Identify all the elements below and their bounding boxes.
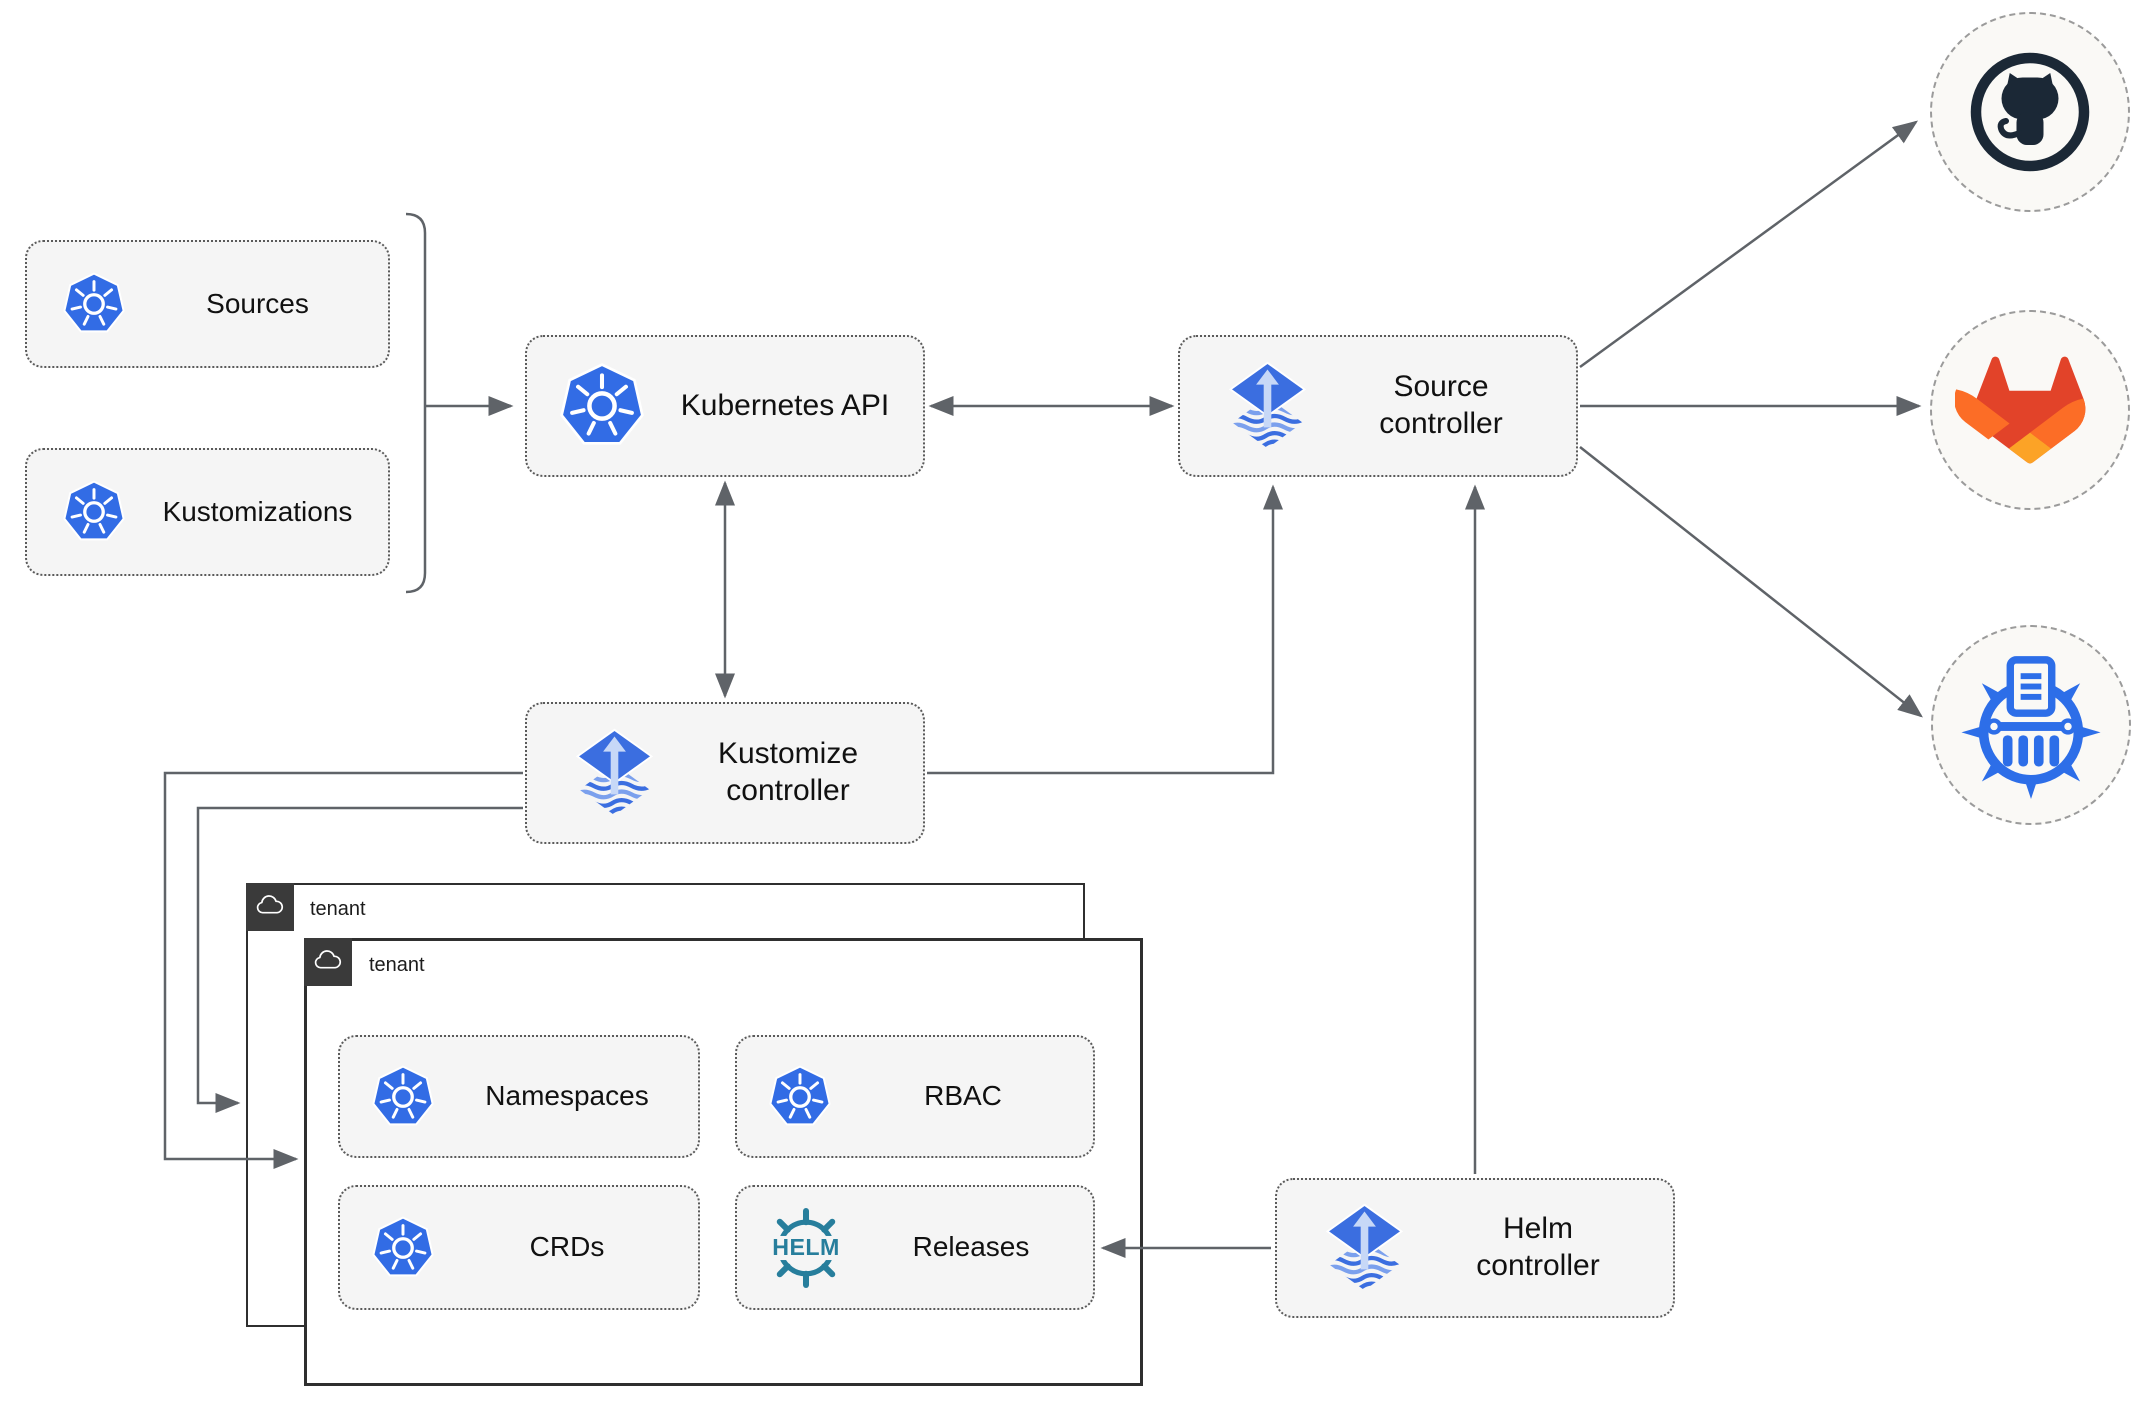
node-label: Kubernetes API	[680, 388, 890, 422]
node-label: Namespaces	[485, 1080, 649, 1112]
node-label: CRDs	[529, 1231, 605, 1263]
node-label: Releases	[912, 1231, 1030, 1263]
kubernetes-icon	[557, 361, 647, 451]
node-helm-controller: Helm controller	[1275, 1178, 1675, 1318]
helm-icon: HELM	[763, 1205, 849, 1291]
tenant-back-label: tenant	[310, 897, 366, 920]
gitlab-destination	[1930, 310, 2130, 510]
kubernetes-icon	[767, 1064, 833, 1130]
gitlab-icon	[1955, 335, 2105, 485]
edge-source-to-github	[1579, 120, 1919, 369]
tenant-box-front: tenant	[304, 938, 1143, 1386]
node-releases: HELM Releases	[735, 1185, 1095, 1310]
kubernetes-icon	[370, 1215, 436, 1281]
node-kustomize-controller: Kustomize controller	[525, 702, 925, 844]
kubernetes-icon	[370, 1064, 436, 1130]
flux-icon	[567, 726, 662, 821]
cloud-icon	[311, 945, 345, 979]
node-label: Kustomize controller	[717, 737, 859, 807]
node-label: RBAC	[924, 1080, 1002, 1112]
edge-kustomize-to-source	[927, 484, 1283, 775]
kubernetes-icon	[61, 271, 127, 337]
node-source-controller: Source controller	[1178, 335, 1578, 477]
bracket-sources-kustomizations	[405, 212, 427, 594]
node-label: Sources	[206, 287, 309, 319]
harbor-destination	[1931, 625, 2131, 825]
github-icon	[1955, 37, 2105, 187]
node-rbac: RBAC	[735, 1035, 1095, 1158]
node-kustomizations: Kustomizations	[25, 448, 390, 576]
node-label: Helm controller	[1476, 1212, 1600, 1282]
cloud-icon	[253, 890, 287, 924]
harbor-registry-icon	[1957, 651, 2105, 799]
flux-icon	[1317, 1201, 1412, 1296]
tenant-front-label: tenant	[369, 953, 425, 976]
node-sources: Sources	[25, 240, 390, 368]
tenant-front-header	[304, 938, 352, 986]
edge-source-to-harbor	[1579, 446, 1923, 718]
flux-icon	[1220, 359, 1315, 454]
tenant-back-header	[246, 883, 294, 931]
github-destination	[1930, 12, 2130, 212]
helm-wordmark: HELM	[772, 1233, 840, 1259]
node-namespaces: Namespaces	[338, 1035, 700, 1158]
node-label: Source controller	[1379, 370, 1503, 440]
node-label: Kustomizations	[162, 495, 353, 527]
node-kubernetes-api: Kubernetes API	[525, 335, 925, 477]
kubernetes-icon	[61, 479, 127, 545]
node-crds: CRDs	[338, 1185, 700, 1310]
